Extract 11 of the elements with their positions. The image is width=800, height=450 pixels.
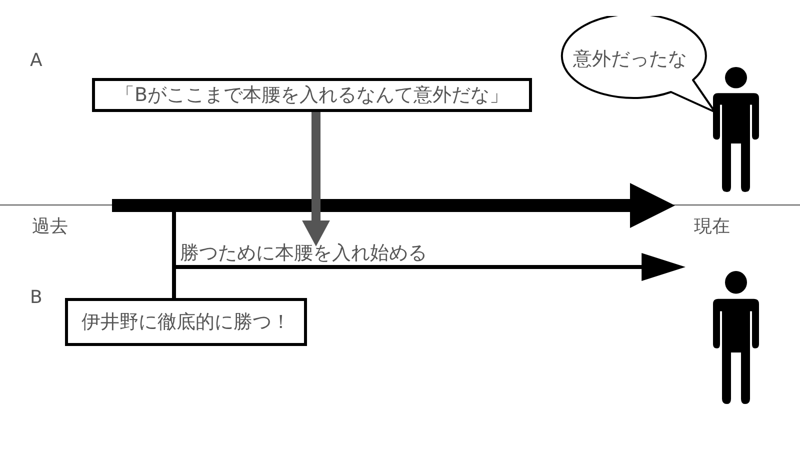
edge-label: 勝つために本腰を入れ始める: [180, 241, 427, 266]
row-label: A: [30, 50, 42, 71]
arrow: [172, 209, 686, 300]
time-label: 現在: [694, 215, 730, 238]
time-label: 過去: [32, 215, 68, 238]
person-icon: [710, 66, 762, 192]
goal-box: 伊井野に徹底的に勝つ！: [65, 298, 307, 346]
arrow: [302, 112, 330, 246]
person-icon: [710, 270, 762, 404]
row-label: B: [30, 287, 42, 308]
quote-box: 「Bがここまで本腰を入れるなんて意外だな」: [92, 78, 532, 112]
